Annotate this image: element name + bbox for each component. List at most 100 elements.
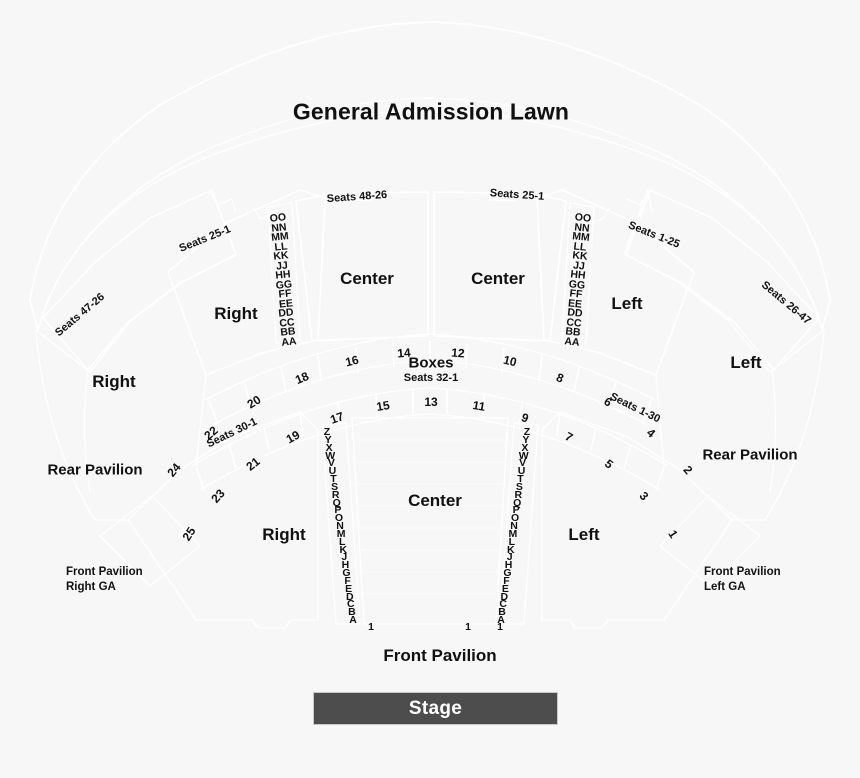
front-pav-left-shape [541, 411, 733, 629]
front-pav-left-row-B: B [498, 606, 506, 619]
front-pav-left-row-A: A [497, 614, 505, 626]
left-loge-to-boxes [655, 374, 665, 467]
front-pav-left-row-E: E [501, 582, 509, 595]
box-div-u12 [641, 400, 652, 425]
box-div-u9 [538, 355, 543, 382]
lawn-wall-right [821, 299, 831, 331]
loge-center-right-shape [295, 191, 429, 342]
front-pavilion-title: Front Pavilion [383, 646, 497, 665]
front-pav-right-row-Q: Q [332, 496, 341, 509]
rear-pav-left-inner-wall [769, 369, 777, 493]
front-pav-center-label: Center [408, 491, 462, 510]
lawn-label: General Admission Lawn [292, 98, 570, 125]
loge-left-outer-notch [625, 191, 653, 213]
front-pav-left-label: Left [568, 525, 600, 544]
front-pav-left-row-C: C [499, 598, 507, 611]
front-pav-right-ga-shape [99, 495, 201, 587]
loge-right-outer-label: Right [92, 372, 136, 391]
loge-right-row-AA: AA [280, 335, 298, 349]
front-pav-right-row-Y: Y [324, 433, 332, 446]
front-pav-left-row-R: R [514, 488, 523, 501]
loge-left-outer-label: Left [730, 353, 762, 372]
box-div-u0 [208, 400, 219, 425]
front-pav-right-row-A: A [349, 614, 357, 626]
loge-left-row-AA: AA [563, 335, 581, 349]
box-number-14: 14 [397, 345, 412, 361]
front-pav-right-ga-line1: Front Pavilion [66, 566, 143, 578]
box-div-u2 [280, 366, 287, 393]
rear-pavilion-left-label: Rear Pavilion [702, 446, 798, 464]
front-pav-center-rowlines [354, 439, 506, 595]
front-pav-right-row-J: J [341, 551, 348, 564]
loge-right-outer-shape [42, 189, 237, 371]
front-pav-right-row-C: C [347, 598, 355, 611]
front-pav-left-row-H: H [504, 559, 513, 572]
rear-pav-right-inner-wall [83, 369, 91, 493]
loge-right-outer-notch [209, 191, 237, 213]
front-pav-right-row-K: K [339, 543, 348, 556]
front-pav-right-ga-label: Front Pavilion Right GA [66, 565, 143, 595]
lawn-inner-arc [37, 109, 823, 331]
front-pav-right-row-W: W [325, 449, 336, 462]
front-pav-right-row-N: N [336, 520, 344, 532]
front-pav-left-row-V: V [519, 457, 527, 470]
lawn-wall-left [29, 299, 39, 331]
front-pav-left-row-M: M [508, 527, 518, 540]
box-div-l12 [623, 444, 632, 469]
box-div-l11 [590, 426, 597, 451]
front-pav-left-ga-label: Front Pavilion Left GA [704, 565, 781, 595]
boxes-lower-outer-arc [191, 387, 669, 467]
box-div-u4 [355, 347, 359, 374]
loge-right-inner-label: Right [214, 304, 258, 323]
lawn-outer-arc [29, 21, 831, 301]
box-div-u10 [573, 366, 580, 393]
box-div-l5 [375, 393, 378, 419]
box-div-l2 [263, 426, 270, 451]
box-div-u1 [243, 381, 252, 407]
front-pav-right-row-U: U [328, 465, 337, 478]
front-pav-left-row-O: O [510, 512, 520, 525]
loge-center-left-shape [433, 191, 567, 342]
front-pav-left-ga-line2: Left GA [704, 581, 746, 593]
front-pav-center-left-rowstrip [499, 422, 539, 625]
box-number-15: 15 [375, 397, 392, 414]
front-pav-right-row-M: M [336, 527, 346, 540]
front-pav-left-row-X: X [521, 441, 529, 454]
box-number-13: 13 [424, 395, 438, 409]
front-pav-right-row-S: S [331, 480, 339, 493]
loge-outer-boundary [41, 97, 819, 316]
box-div-l4 [337, 400, 341, 426]
stage[interactable]: Stage [313, 692, 558, 725]
front-pav-left-row-W: W [518, 449, 529, 462]
box-div-l3 [299, 411, 304, 437]
box-div-u11 [608, 381, 617, 407]
boxes-title: Boxes [408, 354, 454, 372]
front-pav-right-row-V: V [327, 457, 335, 470]
front-pav-left-row-U: U [517, 465, 526, 478]
front-pav-right-row-T: T [330, 473, 337, 485]
box-div-l1 [228, 444, 237, 469]
front-pav-right-row-O: O [334, 512, 343, 525]
rear-pav-right-arc [35, 329, 128, 521]
box-div-l10 [556, 411, 561, 437]
right-loge-to-boxes [195, 374, 207, 467]
loge-left-rowstrip [561, 202, 595, 344]
loge-left-outer-shape [625, 189, 820, 371]
boxes-lower-inner-arc [199, 413, 661, 491]
front-pav-left-ga-line1: Front Pavilion [704, 566, 781, 578]
box-number-11: 11 [471, 398, 487, 414]
loge-left-inner-label: Left [611, 294, 643, 313]
front-pav-right-row-L: L [338, 535, 346, 548]
front-pav-right-row-B: B [348, 606, 356, 619]
front-pav-left-ga-shape [659, 495, 761, 587]
box-div-l8 [482, 393, 485, 419]
stage-label: Stage [408, 697, 463, 719]
front-pav-left-row-Y: Y [522, 433, 530, 446]
front-pav-right-row-P: P [334, 504, 342, 517]
front-pav-right-ga-line2: Right GA [66, 581, 116, 593]
rear-pav-left-arc [732, 329, 825, 521]
front-pav-right-rowstrip [321, 422, 361, 625]
front-pav-right-row-H: H [341, 559, 350, 572]
